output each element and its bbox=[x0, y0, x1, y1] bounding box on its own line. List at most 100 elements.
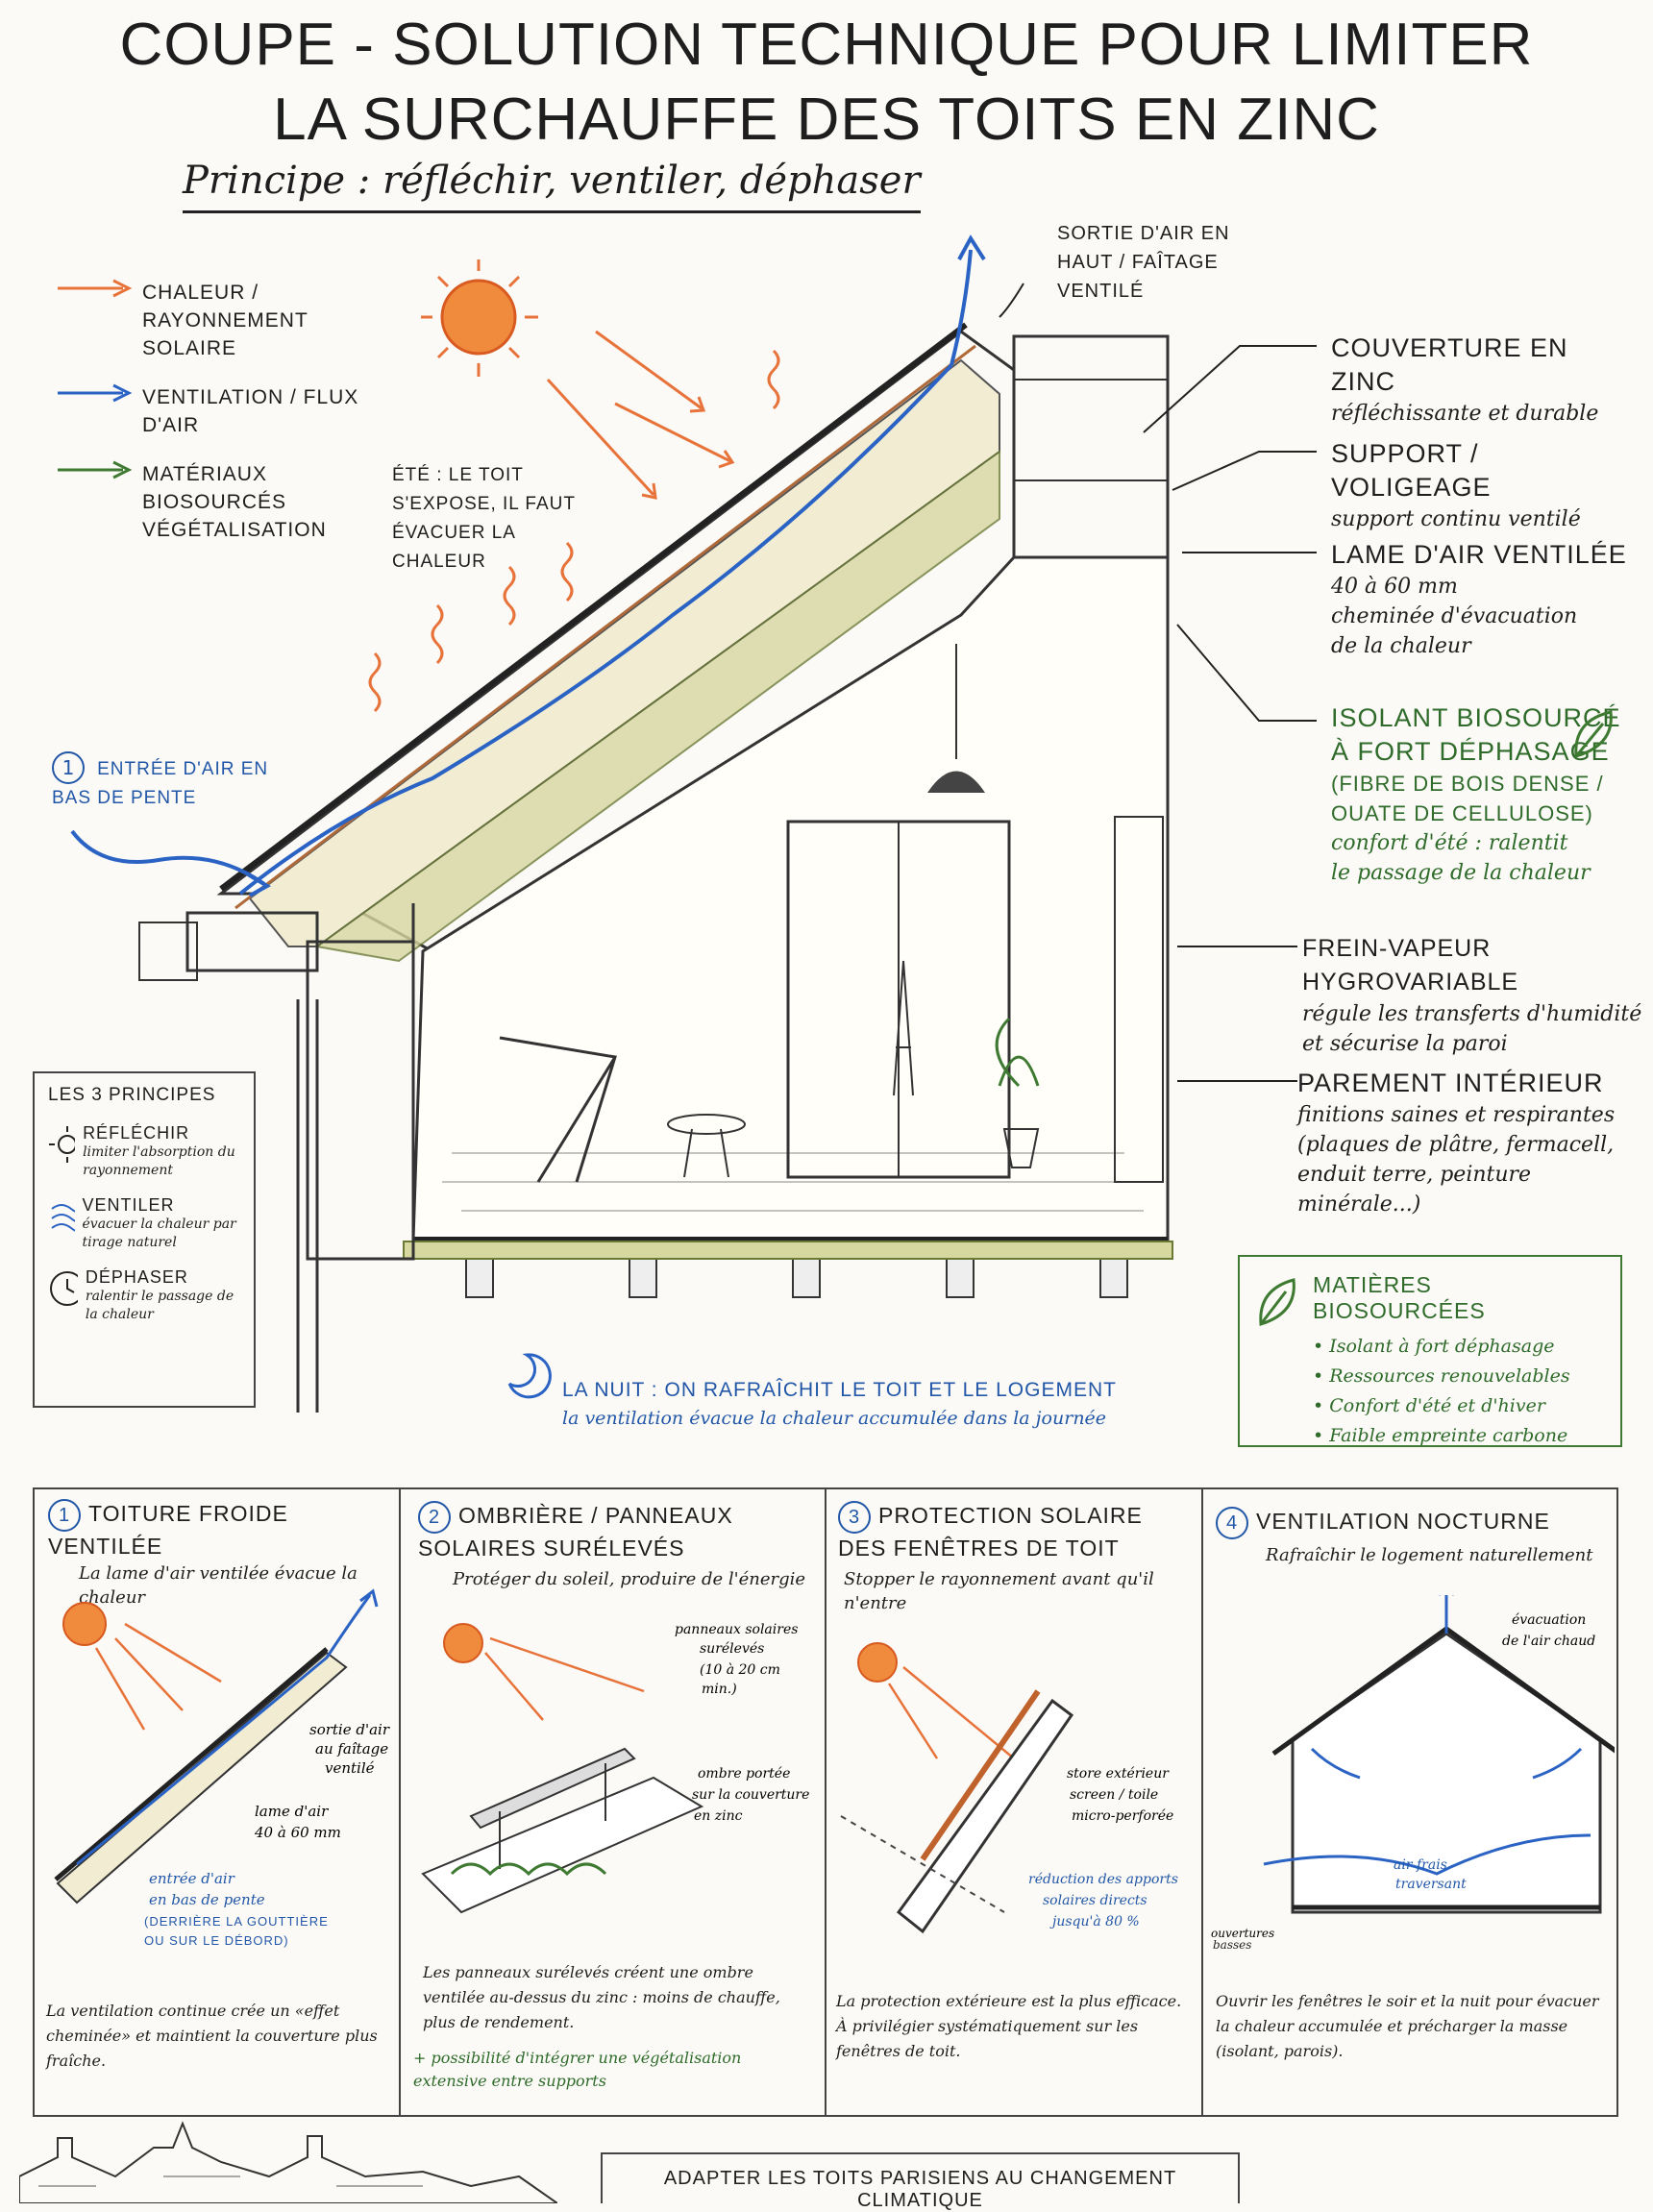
panel-sub: La lame d'air ventilée évacue la chaleur bbox=[79, 1563, 358, 1608]
legend-item-heat: Chaleur / Rayonnement solaire bbox=[56, 279, 402, 362]
principle-item: Ventiler évacuer la chaleur par tirage n… bbox=[48, 1195, 240, 1252]
summer-label: Été : le toit s'expose, il faut évacuer … bbox=[392, 465, 576, 572]
panel-2: 2Ombrière / panneaux solaires surélevés … bbox=[418, 1501, 812, 1591]
layer-support-desc: support continu ventilé bbox=[1331, 507, 1581, 531]
title-line-1: COUPE - SOLUTION TECHNIQUE POUR LIMITER bbox=[119, 12, 1534, 78]
layer-insulation: Isolant Biosourcé à fort déphasage (fibr… bbox=[1331, 701, 1643, 888]
clock-icon bbox=[50, 1271, 78, 1306]
section-drawing bbox=[70, 234, 1317, 1413]
panel-number: 2 bbox=[418, 1501, 451, 1534]
layer-insulation-title-3: (fibre de bois dense / bbox=[1331, 772, 1604, 796]
layer-zinc: Couverture en zinc réfléchissante et dur… bbox=[1331, 332, 1639, 429]
principle-title: Ventiler bbox=[82, 1195, 175, 1215]
svg-text:(10 à 20 cm: (10 à 20 cm bbox=[700, 1662, 780, 1678]
arrow-green-icon bbox=[58, 460, 133, 479]
panel-3: 3Protection solaire des fenêtres de toit… bbox=[838, 1501, 1194, 1615]
layer-support: Support / voligeage support continu vent… bbox=[1331, 437, 1639, 534]
panel-number: 3 bbox=[838, 1501, 871, 1534]
layer-interior-desc-3: enduit terre, peinture minérale...) bbox=[1297, 1163, 1532, 1217]
svg-text:entrée d'air: entrée d'air bbox=[149, 1870, 235, 1887]
svg-text:ouvertures: ouvertures bbox=[1211, 1927, 1274, 1940]
night-title: La nuit : on rafraîchit le toit et le lo… bbox=[562, 1379, 1117, 1401]
leaf-icon bbox=[1574, 710, 1613, 758]
svg-text:screen / toile: screen / toile bbox=[1070, 1787, 1158, 1803]
layer-support-title: Support / voligeage bbox=[1331, 439, 1492, 502]
bio-item: Ressources renouvelables bbox=[1313, 1362, 1603, 1391]
panel-note: ou sur le débord) bbox=[144, 1933, 289, 1948]
bio-heading: Matières Biosourcées bbox=[1313, 1272, 1486, 1323]
panel-4: 4 Ventilation nocturne Rafraîchir le loge… bbox=[1216, 1507, 1610, 1567]
panel-1: 1Toiture froide ventilée La lame d'air v… bbox=[48, 1499, 394, 1610]
panel-number: 4 bbox=[1216, 1507, 1248, 1539]
layer-interior-desc-2: (plaques de plâtre, fermacell, bbox=[1297, 1133, 1615, 1157]
panel-4-drawing: évacuation de l'air chaud air frais trav… bbox=[1211, 1595, 1615, 1940]
svg-text:réduction des apports: réduction des apports bbox=[1028, 1872, 1178, 1887]
svg-text:en bas de pente: en bas de pente bbox=[149, 1891, 265, 1908]
legend-label-bio: Matériaux Biosourcés Végétalisation bbox=[142, 463, 327, 541]
svg-text:traversant: traversant bbox=[1395, 1877, 1467, 1892]
title-line-2: LA SURCHAUFFE DES TOITS EN ZINC bbox=[273, 86, 1380, 153]
principles-heading: Les 3 principes bbox=[48, 1085, 216, 1105]
night-note: La nuit : on rafraîchit le toit et le lo… bbox=[562, 1379, 1177, 1429]
svg-text:de l'air chaud: de l'air chaud bbox=[1502, 1634, 1595, 1649]
sun-icon bbox=[49, 1126, 76, 1163]
principle-item: Réfléchir limiter l'absorption du rayonn… bbox=[48, 1123, 240, 1180]
moon-icon bbox=[507, 1353, 552, 1399]
layer-vapour: Frein-vapeur hygrovariable régule les tr… bbox=[1302, 932, 1648, 1059]
layer-vapour-desc-2: et sécurise la paroi bbox=[1302, 1032, 1508, 1056]
panel-sub: Rafraîchir le logement naturellement bbox=[1266, 1545, 1593, 1565]
panel-sub: Protéger du soleil, produire de l'énergi… bbox=[453, 1569, 806, 1589]
panel-caption: Les panneaux surélevés créent une ombre … bbox=[423, 1963, 780, 2031]
layer-zinc-title: Couverture en zinc bbox=[1331, 333, 1568, 396]
arrow-orange-icon bbox=[58, 279, 133, 298]
layer-air: Lame d'air ventilée 40 à 60 mm cheminée … bbox=[1331, 538, 1639, 661]
layer-air-desc-3: de la chaleur bbox=[1331, 634, 1471, 658]
panel-2-drawing: panneaux solaires surélevés (10 à 20 cm … bbox=[421, 1622, 809, 1914]
legend-item-air: Ventilation / Flux d'air bbox=[56, 383, 402, 439]
layer-insulation-title: Isolant Biosourcé bbox=[1331, 703, 1621, 732]
panel-note: basses bbox=[1213, 1938, 1252, 1952]
layer-insulation-desc: confort d'été : ralentit bbox=[1331, 831, 1568, 855]
panel-title: Protection solaire des fenêtres de toit bbox=[838, 1503, 1143, 1561]
panel-title: Ombrière / panneaux solaires surélevés bbox=[418, 1503, 733, 1561]
bio-list: Isolant à fort déphasage Ressources reno… bbox=[1313, 1332, 1603, 1451]
air-out-label: Sortie d'air en haut / faîtage ventilé bbox=[1057, 223, 1230, 302]
sun-icon bbox=[421, 259, 538, 377]
leaf-icon bbox=[1259, 1278, 1295, 1326]
layer-interior-desc: finitions saines et respirantes bbox=[1297, 1103, 1616, 1127]
wind-icon bbox=[51, 1204, 75, 1232]
layer-insulation-title-4: ouate de cellulose) bbox=[1331, 801, 1593, 825]
principle-title: Déphaser bbox=[85, 1267, 188, 1287]
svg-text:ventilé: ventilé bbox=[325, 1759, 375, 1777]
panel-title: Ventilation nocturne bbox=[1256, 1509, 1550, 1534]
svg-text:air frais: air frais bbox=[1394, 1857, 1447, 1873]
layer-air-title: Lame d'air ventilée bbox=[1331, 540, 1627, 569]
rooftops-sketch bbox=[19, 2121, 557, 2203]
panel-caption: La ventilation continue crée un «effet c… bbox=[46, 2002, 378, 2070]
legend-item-bio: Matériaux Biosourcés Végétalisation bbox=[56, 460, 402, 544]
principle-desc: limiter l'absorption du rayonnement bbox=[83, 1144, 235, 1178]
svg-text:min.): min.) bbox=[702, 1682, 737, 1697]
legend-label-air: Ventilation / Flux d'air bbox=[142, 386, 359, 436]
layer-insulation-desc-2: le passage de la chaleur bbox=[1331, 861, 1591, 885]
layer-zinc-desc: réfléchissante et durable bbox=[1331, 402, 1599, 426]
subtitle: Principe : réfléchir, ventiler, déphaser bbox=[183, 159, 921, 213]
svg-text:40 à 60 mm: 40 à 60 mm bbox=[254, 1824, 341, 1841]
panel-extra: + possibilité d'intégrer une végétalisat… bbox=[413, 2049, 742, 2090]
svg-text:jusqu'à 80 %: jusqu'à 80 % bbox=[1049, 1914, 1140, 1929]
panel-title: Toiture froide ventilée bbox=[48, 1501, 288, 1559]
panel-number: 1 bbox=[48, 1499, 81, 1532]
principle-item: Déphaser ralentir le passage de la chale… bbox=[48, 1267, 240, 1324]
bio-box: Matières Biosourcées Isolant à fort déph… bbox=[1238, 1255, 1622, 1447]
svg-text:en zinc: en zinc bbox=[694, 1808, 743, 1824]
panel-note: (derrière la gouttière bbox=[144, 1914, 329, 1929]
step-number: 1 bbox=[52, 751, 85, 784]
svg-text:store extérieur: store extérieur bbox=[1067, 1766, 1170, 1782]
principles-box: Les 3 principes Réfléchir limiter l'abso… bbox=[33, 1071, 256, 1408]
svg-text:lame d'air: lame d'air bbox=[255, 1803, 329, 1820]
layer-air-desc-2: cheminée d'évacuation bbox=[1331, 604, 1578, 628]
bio-item: Faible empreinte carbone bbox=[1313, 1421, 1603, 1451]
svg-text:micro-perforée: micro-perforée bbox=[1072, 1808, 1173, 1824]
layer-vapour-title: Frein-vapeur hygrovariable bbox=[1302, 935, 1519, 995]
svg-text:solaires directs: solaires directs bbox=[1043, 1893, 1147, 1908]
